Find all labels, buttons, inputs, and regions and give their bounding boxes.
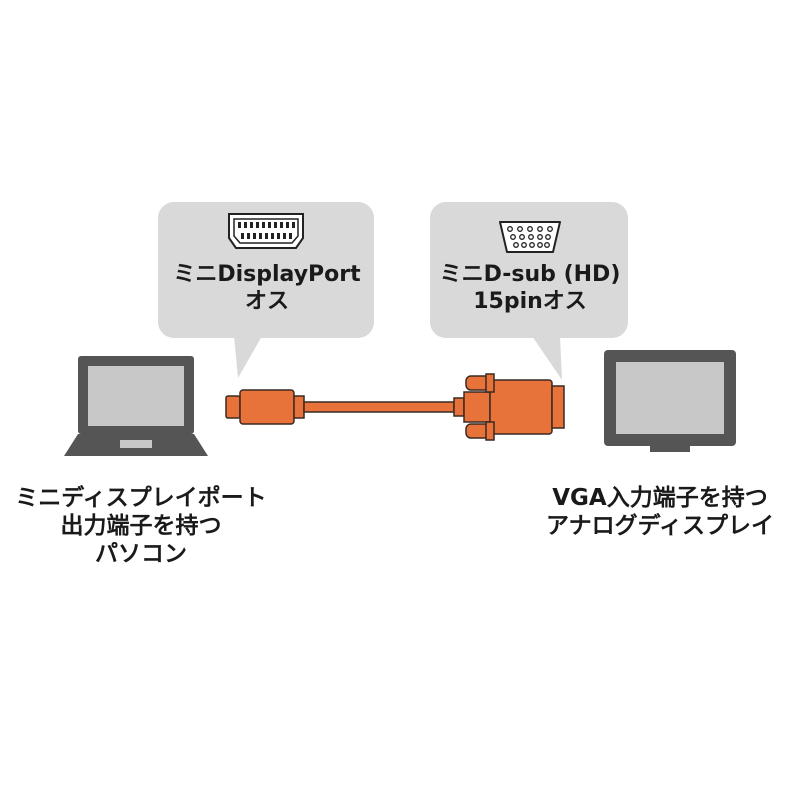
mini-displayport-icon (228, 213, 304, 249)
display-caption: VGA入力端子を持つ アナログディスプレイ (520, 484, 800, 540)
mini-displayport-label-line-1: ミニDisplayPort (173, 262, 361, 287)
mini-displayport-label-line-2: オス (244, 288, 289, 314)
display-caption-line-2: アナログディスプレイ (546, 513, 774, 540)
vga-label: ミニD-sub (HD) 15pinオス (432, 262, 628, 316)
cable (225, 373, 565, 441)
bubble-mini-displayport (158, 202, 374, 378)
vga-label-line-2: 15pinオス (473, 288, 587, 314)
monitor-icon (604, 350, 736, 452)
laptop-caption-line-3: パソコン (95, 541, 187, 568)
laptop-caption: ミニディスプレイポート 出力端子を持つ パソコン (0, 484, 282, 568)
vga-label-line-1: ミニD-sub (HD) (439, 262, 621, 287)
vga-dsub-icon (499, 221, 561, 253)
laptop-caption-line-2: 出力端子を持つ (60, 513, 222, 540)
bubble-vga (430, 202, 628, 380)
laptop-icon (64, 356, 208, 456)
laptop-caption-line-1: ミニディスプレイポート (15, 485, 267, 511)
mini-displayport-label: ミニDisplayPort オス (160, 262, 374, 316)
display-caption-line-1: VGA入力端子を持つ (552, 485, 768, 511)
